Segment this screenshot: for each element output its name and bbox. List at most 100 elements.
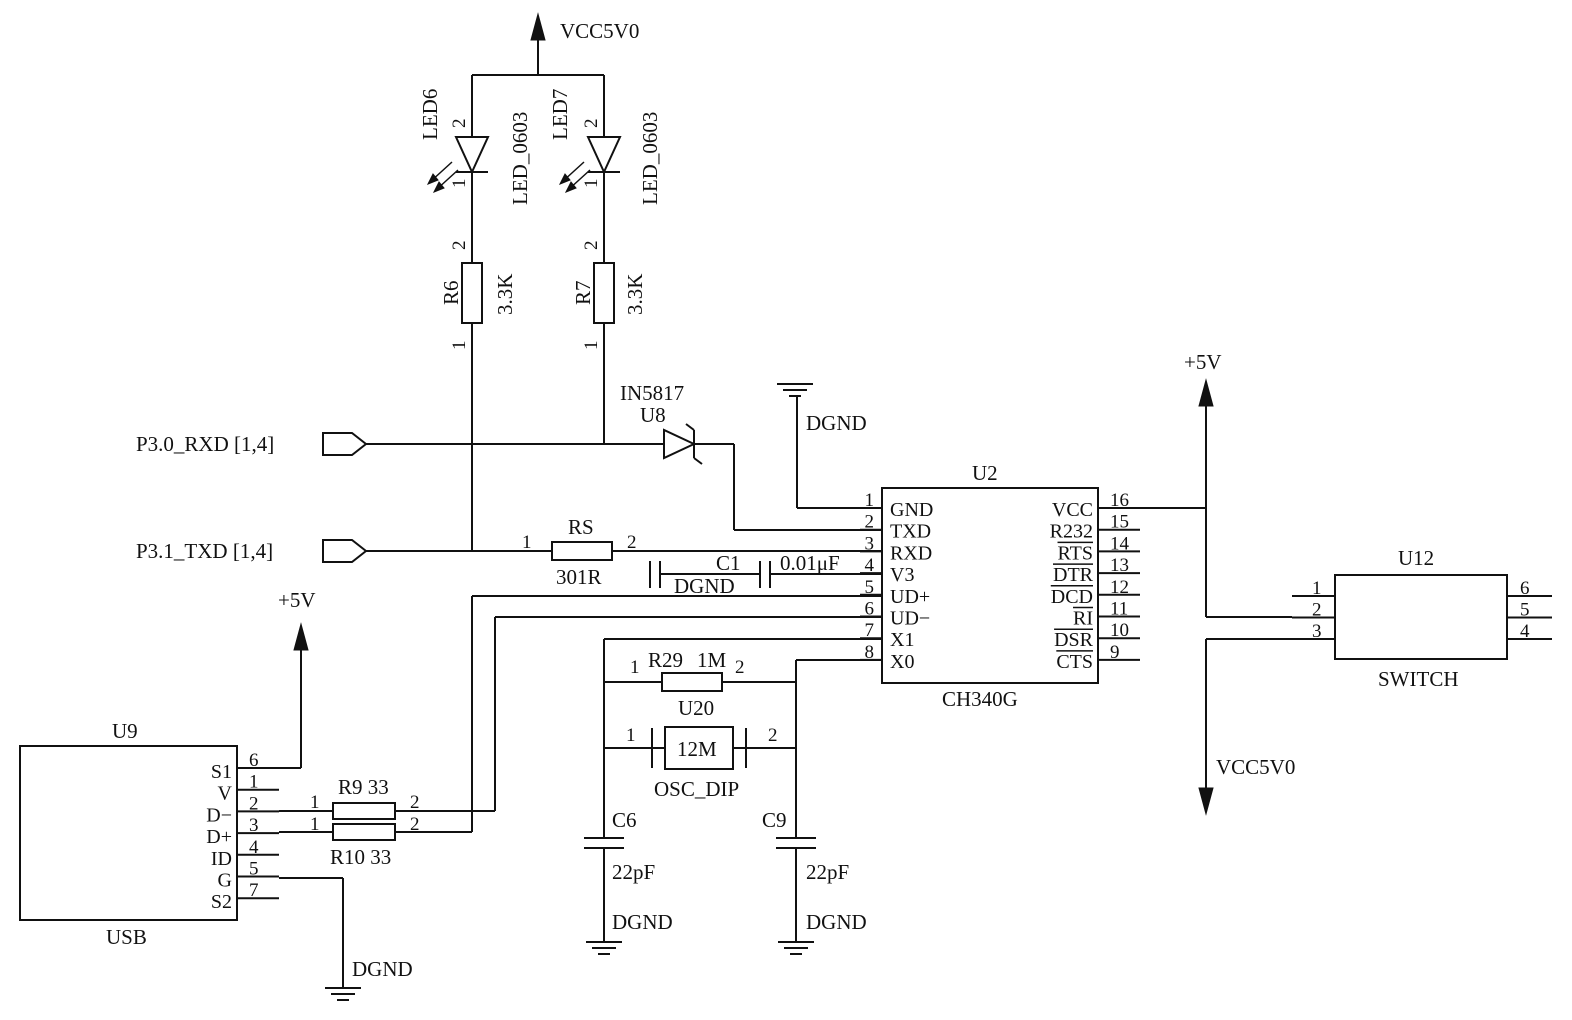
u2-pin-12-name: DCD (1051, 586, 1093, 608)
usb-5v-label: +5V (278, 588, 316, 612)
vcc5v0-top-label: VCC5V0 (560, 19, 639, 43)
vcc5v0-bottom-label: VCC5V0 (1216, 755, 1295, 779)
resistor-r6: 2 1 R6 3.3K (439, 241, 517, 351)
u12-pin-5-number: 5 (1520, 600, 1530, 621)
u9-pin-2-name: D− (206, 804, 232, 826)
r29-value: 1M (697, 648, 727, 672)
r6-ref: R6 (439, 280, 463, 305)
u9-pin-3-number: 3 (249, 815, 259, 836)
u20-pin1: 1 (626, 725, 636, 746)
u2-pin-4-name: V3 (890, 564, 914, 586)
u2-pin-11-number: 11 (1110, 599, 1128, 620)
resistor-r29: R29 1M 1 2 (630, 648, 745, 692)
c6-value: 22pF (612, 860, 655, 884)
u20-ref: U20 (678, 696, 714, 720)
u9-pin-6-name: S1 (211, 761, 232, 783)
u2-pin-14-name: RTS (1058, 542, 1093, 564)
u12-pin-3-number: 3 (1312, 621, 1322, 642)
u2-pin-1-number: 1 (865, 490, 875, 511)
right-5v-label: +5V (1184, 350, 1222, 374)
u12-ref: U12 (1398, 546, 1434, 570)
c1-ref: C1 (716, 551, 741, 575)
led6: LED6 2 1 LED_0603 (418, 89, 532, 205)
u2-pin-15-name: R232 (1050, 521, 1093, 543)
u2-pin-12-number: 12 (1110, 577, 1129, 598)
r9-pin1: 1 (310, 792, 320, 813)
capacitor-c9: C9 22pF DGND (762, 808, 867, 955)
c6-dgnd-label: DGND (612, 910, 673, 934)
r29-pin2: 2 (735, 657, 745, 678)
r7-ref: R7 (571, 280, 595, 305)
u2-pin-16-name: VCC (1052, 499, 1093, 521)
u2-pin-5-number: 5 (865, 577, 875, 598)
u2-pin-15-number: 15 (1110, 512, 1129, 533)
txd-net-label: P3.1_TXD [1,4] (136, 539, 273, 563)
led7-pin-cathode: 1 (581, 179, 602, 189)
u2-ground-symbol (776, 383, 814, 397)
u9-pin-2-number: 2 (249, 793, 259, 814)
resistor-rs: RS 1 2 301R (522, 515, 882, 589)
c1-value: 0.01μF (780, 551, 840, 575)
c9-value: 22pF (806, 860, 849, 884)
u12-pin-1-number: 1 (1312, 578, 1322, 599)
r6-pin-bottom: 1 (449, 341, 470, 351)
u9-pin-4-number: 4 (249, 837, 259, 858)
vcc5v0-top-symbol: VCC5V0 (530, 12, 639, 75)
u20-footprint: OSC_DIP (654, 777, 739, 801)
r9-pin2: 2 (410, 792, 420, 813)
u2-pin-3-number: 3 (865, 533, 875, 554)
u8-value: IN5817 (620, 381, 684, 405)
usb-dgnd-label: DGND (352, 957, 413, 981)
u2-pin-3-name: RXD (890, 542, 932, 564)
u9-pin-1-name: V (218, 783, 233, 805)
c6-ground-symbol (585, 941, 623, 955)
usb-ground-symbol (324, 987, 362, 1001)
net-port-txd: P3.1_TXD [1,4] (136, 539, 368, 563)
u12-pin-2-number: 2 (1312, 600, 1322, 621)
net-port-rxd: P3.0_RXD [1,4] (136, 432, 368, 456)
u2-ref: U2 (972, 461, 998, 485)
crystal-u20: 12M U20 OSC_DIP 1 2 (626, 696, 778, 801)
u9-pin-5-name: G (218, 870, 232, 892)
u2-pin-8-number: 8 (865, 642, 875, 663)
led7-pin-anode: 2 (581, 119, 602, 129)
led-supply-wires (471, 74, 605, 551)
led7-value: LED_0603 (638, 112, 662, 205)
u2-pin-2-number: 2 (865, 512, 875, 533)
r10-pin2: 2 (410, 814, 420, 835)
r10-pin1: 1 (310, 814, 320, 835)
u2-pin-6-name: UD− (890, 608, 930, 630)
r29-pin1: 1 (630, 657, 640, 678)
u9-pin-7-number: 7 (249, 880, 259, 901)
r7-pin-top: 2 (581, 241, 602, 251)
led6-value: LED_0603 (508, 112, 532, 205)
resistor-r10: R10 33 1 2 (279, 595, 882, 869)
usb-ground: DGND (279, 877, 413, 1001)
r6-pin-top: 2 (449, 241, 470, 251)
led6-pin-anode: 2 (449, 119, 470, 129)
u2-pin-13-name: DTR (1053, 564, 1094, 586)
u12-value: SWITCH (1378, 667, 1459, 691)
led6-pin-cathode: 1 (449, 179, 470, 189)
u9-ref: U9 (112, 719, 138, 743)
c9-dgnd-label: DGND (806, 910, 867, 934)
u2-pin-10-name: DSR (1054, 629, 1094, 651)
c6-ref: C6 (612, 808, 637, 832)
c1-dgnd-label: DGND (674, 574, 735, 598)
u2-pin-9-number: 9 (1110, 642, 1120, 663)
rs-ref: RS (568, 515, 594, 539)
u9-value: USB (106, 925, 147, 949)
u2-dgnd-label: DGND (806, 411, 867, 435)
right-supply-net: +5V VCC5V0 (1140, 350, 1295, 816)
u2-pin-6-number: 6 (865, 599, 875, 620)
r10-ref: R10 33 (330, 845, 391, 869)
u2-pin-5-name: UD+ (890, 586, 930, 608)
c9-ref: C9 (762, 808, 787, 832)
u2-pin-13-number: 13 (1110, 555, 1129, 576)
usb-5v-supply: +5V (278, 588, 316, 769)
u20-value: 12M (677, 737, 717, 761)
